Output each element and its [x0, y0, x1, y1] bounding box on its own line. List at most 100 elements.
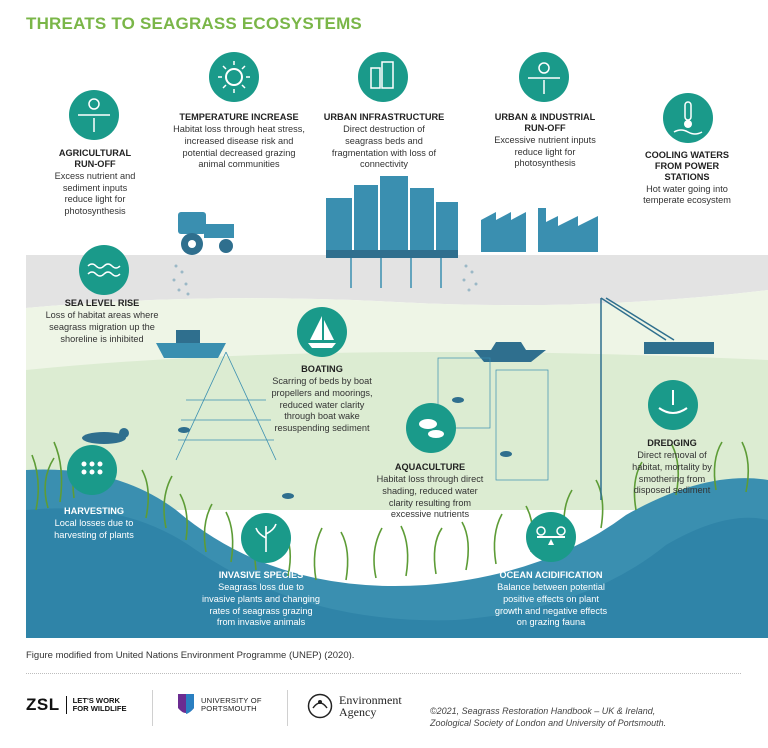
harvesting-body-2: harvesting of plants	[54, 529, 134, 540]
portsmouth-wordmark: UNIVERSITY OF PORTSMOUTH	[201, 696, 262, 714]
cooling-title-2: FROM POWER	[654, 160, 720, 171]
threat-scene: AGRICULTURAL RUN-OFF Excess nutrient and…	[26, 40, 768, 640]
harvesting-body-1: Local losses due to	[54, 517, 134, 528]
urban-industrial-body-1: Excessive nutrient inputs	[494, 134, 596, 145]
buildings-icon	[358, 52, 408, 102]
agricultural-body-3: reduce light for	[64, 194, 126, 205]
sea-level-body-3: shoreline is inhibited	[60, 333, 144, 344]
temperature-body-1: Habitat loss through heat stress,	[173, 123, 305, 134]
copyright-line-2: Zoological Society of London and Univers…	[430, 717, 667, 728]
diver	[82, 428, 129, 444]
temperature-body-4: animal communities	[198, 159, 280, 170]
shoreline-land	[26, 255, 768, 308]
zsl-tagline-line-1: LET'S WORK	[72, 696, 120, 706]
industrial-sediment-dots	[462, 264, 478, 292]
urban-infrastructure-label: URBAN INFRASTRUCTURE Direct destruction …	[322, 112, 446, 170]
temperature-title: TEMPERATURE INCREASE	[179, 112, 299, 122]
waves-icon	[79, 245, 129, 295]
boating-body-1: Scarring of beds by boat	[272, 375, 372, 386]
dredging-body-1: Direct removal of	[637, 449, 707, 460]
dredging-body-4: disposed sediment	[633, 485, 711, 496]
zsl-logo: ZSL LET'S WORK FOR WILDLIFE	[26, 695, 127, 715]
ag-sediment-dots	[172, 264, 190, 296]
mid-water	[26, 352, 768, 510]
environment-agency-logo: Environment Agency	[307, 693, 402, 719]
urban-industrial-runoff-label: URBAN & INDUSTRIAL RUN-OFF Excessive nut…	[484, 112, 606, 169]
acidification-body-3: growth and negative effects	[494, 605, 608, 616]
boating-body-5: resuspending sediment	[274, 423, 370, 434]
footer-divider	[26, 673, 741, 674]
ea-line-1: Environment	[339, 693, 402, 707]
sun-icon	[209, 52, 259, 102]
urban-infra-body-3: fragmentation with loss of	[331, 147, 437, 158]
portsmouth-shield-icon	[178, 694, 194, 714]
aquaculture-label: AQUACULTURE Habitat loss through direct …	[366, 462, 494, 520]
temperature-body-2: increased disease risk and	[184, 135, 294, 146]
infographic-title: THREATS TO SEAGRASS ECOSYSTEMS	[26, 14, 362, 33]
agricultural-body-1: Excess nutrient and	[54, 170, 136, 181]
infrastructure-pillars	[350, 258, 442, 288]
source-footnote: Figure modified from United Nations Envi…	[26, 650, 355, 661]
motor-boat	[474, 342, 546, 362]
zsl-wordmark: ZSL	[26, 695, 60, 714]
acidification-body-2: positive effects on plant	[503, 593, 599, 604]
scene-illustration	[26, 52, 768, 638]
zsl-tagline-line-2: FOR WILDLIFE	[72, 704, 127, 713]
thermometer-icon	[663, 93, 713, 143]
copyright-line-1: ©2021, Seagrass Restoration Handbook – U…	[430, 706, 656, 716]
sea-level-body-1: Loss of habitat areas where	[45, 309, 159, 320]
environment-agency-emblem-icon	[307, 693, 333, 719]
urban-infra-body-4: connectivity	[359, 159, 408, 170]
boating-body-3: reduced water clarity	[279, 399, 365, 410]
dredge-barge	[644, 342, 714, 354]
dredge-icon	[648, 380, 698, 430]
aquaculture-body-4: excessive nutrients	[390, 509, 470, 520]
zsl-tagline: LET'S WORK FOR WILDLIFE	[73, 697, 127, 713]
dredging-crane	[600, 297, 675, 500]
urban-infra-body-1: Direct destruction of	[343, 123, 425, 134]
urban-infra-title: URBAN INFRASTRUCTURE	[323, 112, 445, 122]
aquaculture-body-3: clarity resulting from	[388, 497, 472, 508]
balance-icon	[526, 512, 576, 562]
cooling-title-1: COOLING WATERS	[644, 150, 730, 160]
invasive-title: INVASIVE SPECIES	[218, 570, 304, 580]
portsmouth-line-2: PORTSMOUTH	[201, 704, 257, 713]
harvesting-title: HARVESTING	[63, 506, 125, 516]
harvest-icon	[67, 445, 117, 495]
tractor	[178, 212, 234, 255]
dredging-title: DREDGING	[647, 438, 697, 448]
invasive-plant-icon	[241, 513, 291, 563]
runoff-icon	[519, 52, 569, 102]
aquaculture-title: AQUACULTURE	[394, 462, 466, 472]
factories	[481, 208, 598, 252]
agricultural-title-1: AGRICULTURAL	[58, 148, 132, 158]
ocean-acidification-label: OCEAN ACIDIFICATION Balance between pote…	[482, 570, 620, 628]
ea-line-2: Agency	[339, 705, 377, 719]
city-buildings	[326, 176, 458, 258]
acidification-title: OCEAN ACIDIFICATION	[499, 570, 603, 580]
temperature-increase-label: TEMPERATURE INCREASE Habitat loss throug…	[164, 112, 314, 170]
dredging-body-3: smothering from	[638, 473, 706, 484]
agricultural-title-2: RUN-OFF	[74, 158, 116, 169]
agricultural-runoff-label: AGRICULTURAL RUN-OFF Excess nutrient and…	[40, 148, 150, 217]
agricultural-body-2: sediment inputs	[62, 182, 128, 193]
boating-label: BOATING Scarring of beds by boat propell…	[262, 364, 382, 434]
boating-body-4: through boat wake	[284, 411, 360, 422]
environment-agency-wordmark: Environment Agency	[339, 694, 402, 718]
urban-infra-body-2: seagrass beds and	[345, 135, 423, 146]
zsl-separator	[65, 696, 67, 714]
cooling-body-1: Hot water going into	[646, 183, 728, 194]
cooling-waters-label: COOLING WATERS FROM POWER STATIONS Hot w…	[626, 150, 748, 206]
agricultural-body-4: photosynthesis	[64, 206, 126, 217]
logo-separator-2	[287, 690, 288, 726]
acidification-body-1: Balance between potential	[497, 581, 605, 592]
urban-industrial-body-3: photosynthesis	[514, 158, 576, 169]
harvesting-label: HARVESTING Local losses due to harvestin…	[38, 506, 150, 541]
boating-body-2: propellers and moorings,	[271, 387, 373, 398]
sea-level-rise-label: SEA LEVEL RISE Loss of habitat areas whe…	[32, 298, 172, 344]
urban-industrial-title-1: URBAN & INDUSTRIAL	[494, 112, 596, 122]
field-sun-icon	[69, 90, 119, 140]
copyright-notice: ©2021, Seagrass Restoration Handbook – U…	[430, 706, 666, 729]
seabed-deep	[26, 508, 768, 638]
cooling-title-3: STATIONS	[664, 171, 710, 182]
